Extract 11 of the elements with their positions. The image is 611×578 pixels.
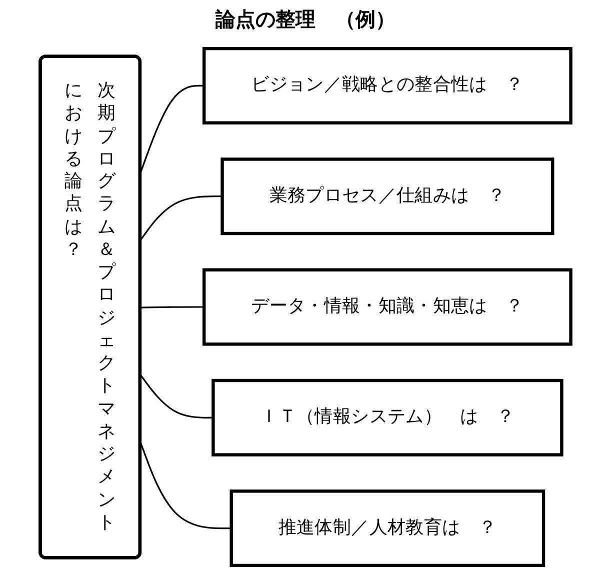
connector [140, 196, 222, 241]
connector [140, 84, 204, 174]
connector [140, 442, 232, 530]
node-box: 推進体制／人材教育は ？ [230, 490, 546, 568]
node-box: 業務プロセス／仕組みは ？ [220, 158, 554, 236]
connector [140, 306, 204, 308]
diagram-title: 論点の整理 （例） [216, 6, 396, 32]
node-box: ＩＴ（情報システム） は ？ [212, 378, 564, 456]
node-box: データ・情報・知識・知恵は ？ [202, 268, 572, 346]
connector [140, 374, 214, 418]
node-box: ビジョン／戦略との整合性は ？ [202, 46, 572, 124]
